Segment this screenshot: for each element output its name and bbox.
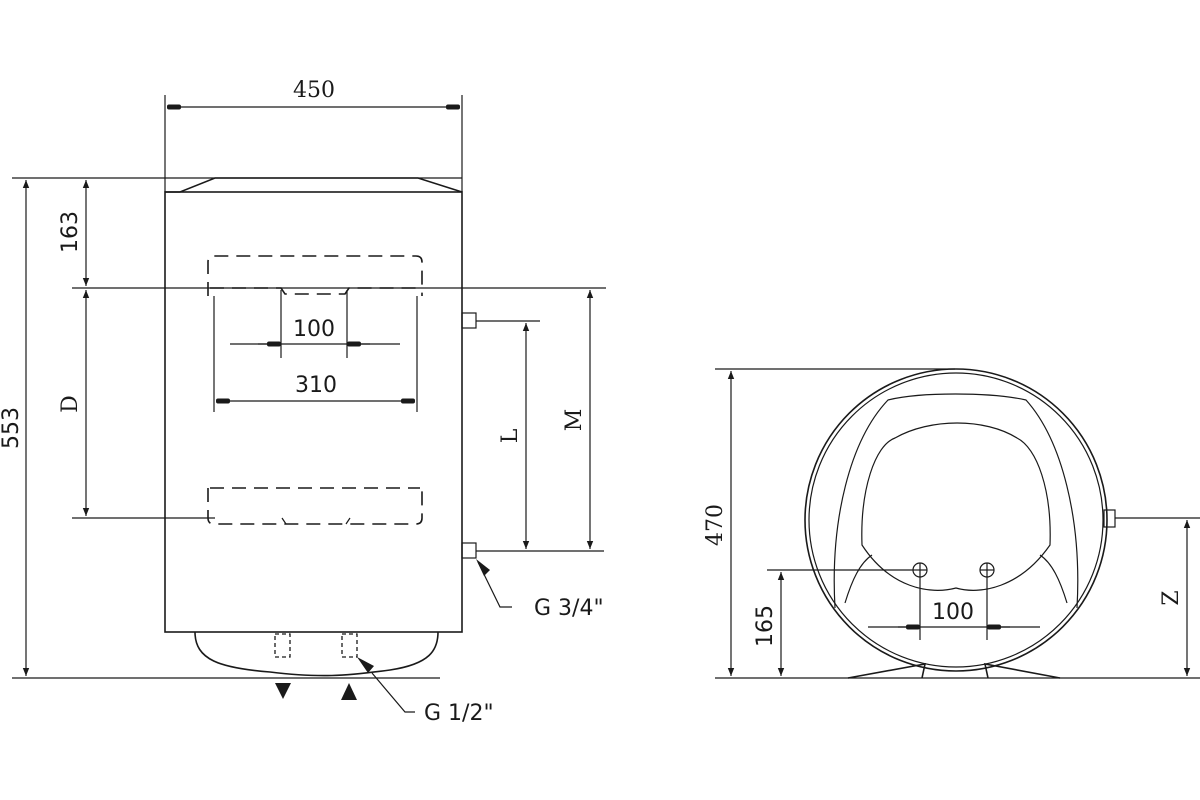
right-foot xyxy=(983,662,1061,679)
inlet-arrow-icon xyxy=(341,683,357,700)
side-pipe-thread-label: G 3/4" xyxy=(534,596,604,621)
lower-bracket xyxy=(207,488,423,525)
inner-cover xyxy=(861,422,1051,591)
L-label: L xyxy=(498,428,523,443)
width-label: 450 xyxy=(293,78,335,103)
tank-outer-circle xyxy=(804,368,1108,672)
bottom-pipe-thread-label: G 1/2" xyxy=(424,701,494,726)
bottom-cap xyxy=(194,631,439,677)
lower-side-pipe xyxy=(461,542,477,559)
Z-label: Z xyxy=(1159,590,1184,605)
side-view: 100 470 165 Z xyxy=(703,368,1200,679)
inner-shell xyxy=(833,393,1079,609)
upper-bracket xyxy=(207,255,423,296)
outlet-arrow-icon xyxy=(275,683,291,699)
bracket-distance-label: D xyxy=(58,395,83,413)
bracket-width-label: 310 xyxy=(295,373,337,398)
height-label: 553 xyxy=(0,407,24,449)
upper-side-pipe xyxy=(461,312,477,329)
diameter-label: 470 xyxy=(703,504,728,546)
side-pipe xyxy=(1103,509,1116,528)
pipe-height-label: 165 xyxy=(753,605,778,647)
M-label: M xyxy=(562,409,587,432)
bracket-hole-spacing-label: 100 xyxy=(293,317,335,342)
tank-body xyxy=(164,191,463,633)
left-foot xyxy=(847,662,927,679)
front-view: 450 553 163 D 100 310 xyxy=(0,78,606,726)
outlet-pipe xyxy=(274,633,291,658)
top-cap xyxy=(165,177,463,193)
inlet-pipe xyxy=(341,633,358,658)
top-offset-label: 163 xyxy=(58,211,83,253)
side-pipe-spacing-label: 100 xyxy=(932,600,974,625)
